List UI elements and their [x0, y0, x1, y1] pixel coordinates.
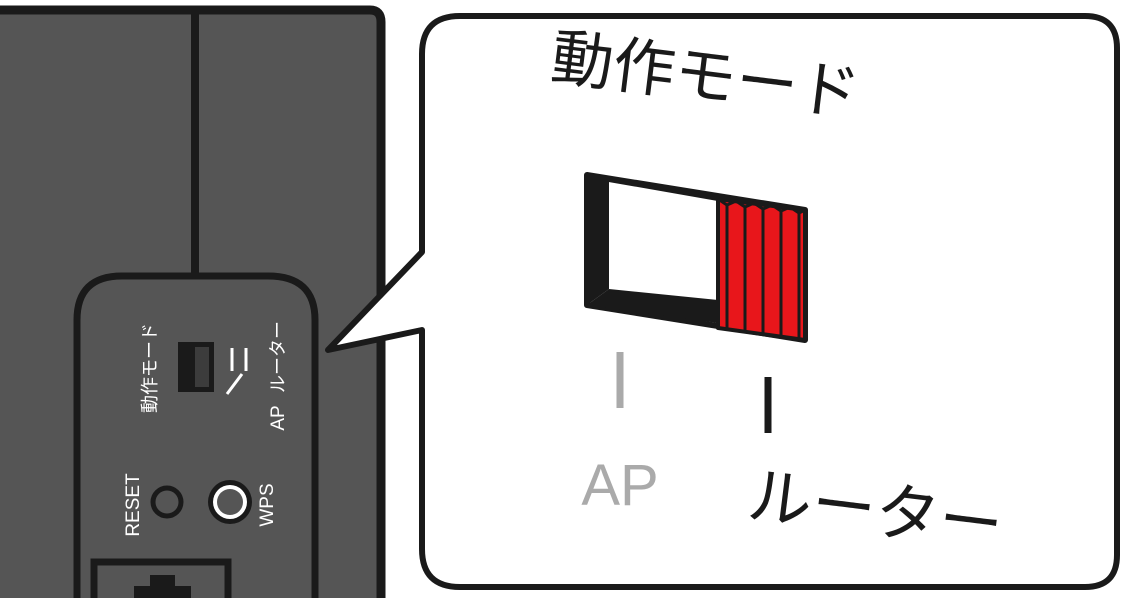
device-ap-label: AP	[268, 405, 289, 430]
switch-knob[interactable]	[716, 197, 807, 342]
mode-switch-icon[interactable]	[178, 342, 214, 392]
router-device: 動作モード ルーター AP RESET WPS	[0, 5, 386, 598]
large-mode-switch[interactable]	[584, 172, 808, 343]
control-panel	[73, 272, 319, 598]
callout-ap-label: AP	[581, 453, 658, 518]
callout-bubble: 動作モード AP ルーター	[325, 13, 1120, 590]
device-mode-label: 動作モード	[140, 323, 161, 413]
reset-hole-icon[interactable]	[150, 485, 184, 519]
wps-button-icon[interactable]	[208, 480, 252, 524]
device-reset-label: RESET	[123, 473, 144, 537]
ap-tick	[225, 373, 244, 395]
lan-port-icon	[90, 558, 232, 598]
device-wps-label: WPS	[257, 483, 278, 526]
device-router-label: ルーター	[268, 321, 289, 393]
